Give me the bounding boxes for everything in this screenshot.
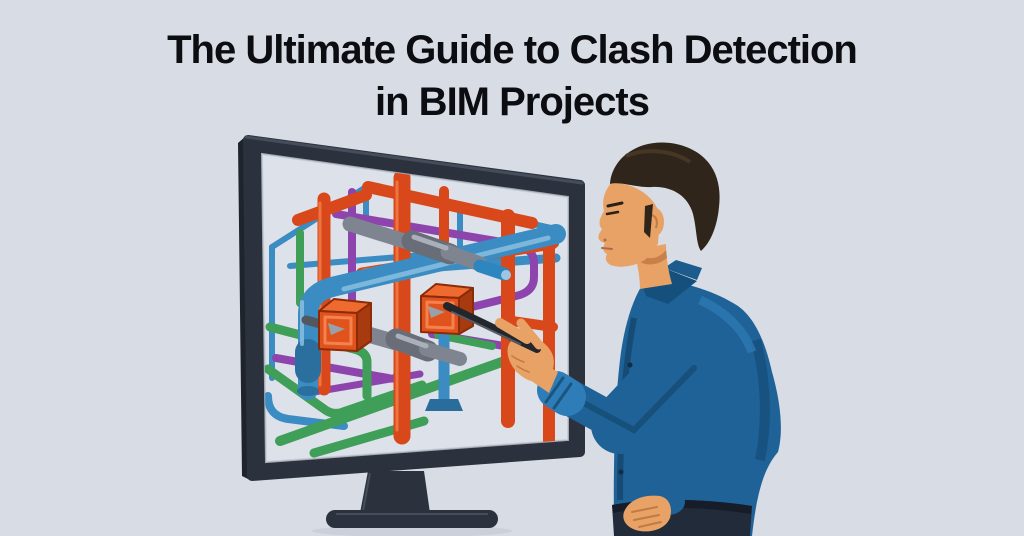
engineer-lips	[601, 247, 613, 250]
engineer-collar-back	[664, 260, 702, 280]
engineer-hair	[610, 142, 720, 251]
monitor-screen-inner-shadow	[260, 152, 569, 464]
stylus-highlight	[451, 311, 521, 345]
engineer-eyebrow	[606, 201, 624, 208]
shirt-button-3	[618, 469, 624, 475]
engineer	[443, 142, 781, 536]
monitor-frame-highlight	[244, 135, 584, 185]
index-finger	[495, 318, 532, 344]
neck-shadow	[636, 250, 667, 265]
ear-inner	[651, 214, 658, 229]
engineer-nostril	[603, 238, 607, 242]
shirt-highlight	[698, 295, 757, 354]
thumb	[516, 318, 544, 350]
sleeve-cuff	[537, 371, 586, 416]
engineer-eye	[605, 210, 620, 216]
blog-title: The Ultimate Guide to Clash Detection in…	[0, 24, 1024, 128]
hand-wrist	[530, 360, 558, 393]
curled-finger-1	[510, 356, 534, 373]
hip-hand	[623, 489, 685, 532]
hair-highlight	[625, 149, 692, 164]
stand-neck-highlight	[362, 472, 371, 512]
engineer-sideburn	[644, 204, 653, 238]
shirt-button-1	[627, 362, 633, 368]
stand-neck	[360, 471, 430, 513]
finger-creases	[511, 355, 530, 373]
stand-base	[326, 510, 498, 528]
engineer-arm	[537, 311, 729, 454]
monitor-stand	[312, 471, 512, 536]
title-line-1: The Ultimate Guide to Clash Detection	[167, 28, 858, 72]
shirt-shadow-back	[751, 338, 770, 461]
pointing-hand	[443, 302, 558, 393]
title-line-2: in BIM Projects	[375, 80, 650, 124]
engineer-shirt	[613, 278, 781, 536]
bim-pipe-model	[263, 169, 566, 458]
clash-marker-left	[318, 298, 372, 352]
curled-finger-2	[515, 365, 538, 381]
pipe-blue-main	[295, 224, 566, 411]
